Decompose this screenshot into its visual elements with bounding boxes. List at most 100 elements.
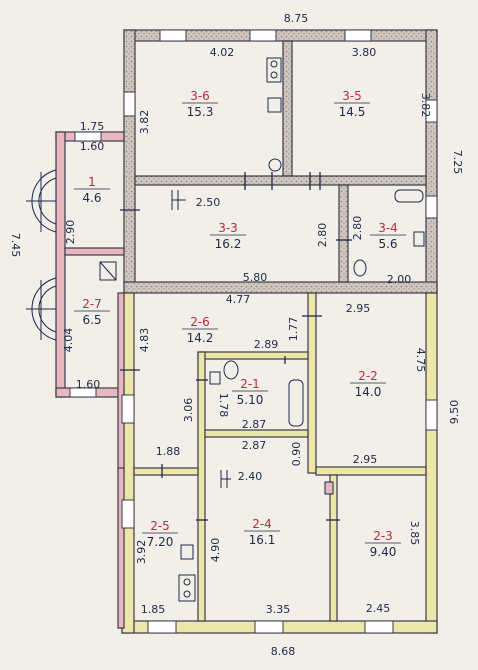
room-dimension-label: 3.35 [266, 603, 291, 616]
room-dimensions: 4.02 3.82 3.80 3.82 1.75 1.60 2.90 2.50 2.80 5.80… [62, 46, 432, 616]
appliance-23-icon [324, 481, 334, 495]
room-dimension-label: 4.77 [226, 293, 251, 306]
dim-bottom-width: 8.68 [271, 645, 296, 658]
room-dimension-label: 4.04 [62, 328, 75, 353]
room-dimension-label: 3.92 [135, 540, 148, 565]
room-dimension-label: 3.06 [182, 398, 195, 423]
room-dimension-label: 2.80 [351, 216, 364, 241]
heater-24-icon [220, 470, 231, 488]
room-dimension-label: 3.82 [138, 110, 151, 135]
room-dimension-label: 2.40 [238, 470, 263, 483]
room-id-label: 2-1 [240, 377, 260, 391]
room-area-label: 14.2 [187, 331, 214, 345]
room-dimension-label: 1.88 [156, 445, 181, 458]
room-dimension-label: 2.95 [353, 453, 378, 466]
window-annex-bottom [69, 387, 97, 398]
room-dimension-label: 4.75 [414, 348, 427, 373]
wall-right-lower [425, 292, 438, 634]
room-dimension-label: 5.80 [243, 271, 268, 284]
wall-partition-upper [134, 175, 427, 186]
room-dimension-label: 2.50 [196, 196, 221, 209]
room-area-label: 4.6 [82, 191, 101, 205]
wall-partition-25-top [133, 467, 199, 476]
window-26-left [121, 394, 135, 424]
toilet-icon [353, 259, 367, 277]
room-id-label: 2-4 [252, 517, 272, 531]
room-id-label: 2-7 [82, 297, 102, 311]
room-area-label: 14.0 [355, 385, 382, 399]
room-dimension-label: 2.87 [242, 418, 267, 431]
room-dimension-label: 1.60 [76, 378, 101, 391]
room-dimension-label: 3.85 [408, 521, 421, 546]
dim-top-width: 8.75 [284, 12, 309, 25]
wall-pink-vertical [117, 292, 125, 474]
room-area-label: 5.6 [378, 237, 397, 251]
room-id-label: 1 [88, 175, 96, 189]
sink-25-icon [180, 544, 194, 560]
sink-icon [267, 97, 282, 113]
room-dimension-label: 1.60 [80, 140, 105, 153]
window-36-top-2 [249, 29, 277, 42]
wall-left-upper [123, 29, 136, 291]
window-25-left [121, 499, 135, 529]
windows [69, 29, 438, 634]
room-dimension-label: 2.87 [242, 439, 267, 452]
wall-annex-left [55, 131, 66, 398]
toilet-21-icon [223, 360, 239, 380]
heater-icon [171, 190, 186, 210]
room-area-label: 7.20 [147, 535, 174, 549]
stove-25-icon [178, 574, 196, 602]
wall-mid-horizontal [123, 281, 438, 294]
window-22-right [425, 399, 438, 431]
fixtures [99, 57, 425, 602]
bathtub-21-icon [288, 379, 304, 427]
room-dimension-label: 2.90 [64, 220, 77, 245]
room-dimension-label: 2.00 [387, 273, 412, 286]
wall-partition-21-bottom [204, 429, 309, 438]
window-35-right [425, 99, 438, 123]
room-area-label: 14.5 [339, 105, 366, 119]
room-id-label: 3-6 [190, 89, 210, 103]
appliance-icon [99, 261, 117, 281]
room-dimension-label: 2.45 [366, 602, 391, 615]
wall-pink-lower [117, 467, 125, 629]
room-id-label: 3-4 [378, 221, 398, 235]
bathtub-icon [394, 189, 424, 203]
dim-right-upper: 7.25 [451, 150, 464, 175]
room-dimension-label: 3.82 [419, 93, 432, 118]
wall-partition-33-34 [338, 184, 349, 283]
room-area-label: 5.10 [237, 393, 264, 407]
room-id-label: 2-2 [358, 369, 378, 383]
outer-dimensions: 8.75 8.68 7.25 9.50 7.45 [9, 12, 464, 658]
room-dimension-label: 4.02 [210, 46, 235, 59]
wall-partition-21-top [197, 351, 309, 360]
window-36-left [123, 91, 136, 117]
window-34-right [425, 195, 438, 219]
room-id-label: 2-6 [190, 315, 210, 329]
room-dimension-label: 4.90 [209, 538, 222, 563]
room-area-label: 6.5 [82, 313, 101, 327]
room-dimension-label: 1.85 [141, 603, 166, 616]
room-area-label: 9.40 [370, 545, 397, 559]
window-35-top [344, 29, 372, 42]
dim-left-upper: 7.45 [9, 233, 22, 258]
room-id-label: 2-5 [150, 519, 170, 533]
dim-right-lower: 9.50 [448, 400, 461, 425]
room-dimension-label: 4.83 [138, 328, 151, 353]
wall-partition-22-bottom [315, 466, 427, 476]
room-area-label: 16.2 [215, 237, 242, 251]
room-dimension-label: 0.90 [290, 442, 303, 467]
wall-partition-21-left [197, 351, 206, 622]
window-25-bottom [147, 620, 177, 634]
room-dimension-label: 3.80 [352, 46, 377, 59]
room-dimension-label: 1.77 [287, 317, 300, 342]
window-24-bottom [254, 620, 284, 634]
entry-arcs [26, 169, 57, 341]
room-area-label: 16.1 [249, 533, 276, 547]
sink-21-icon [209, 371, 221, 385]
room-dimension-label: 1.75 [80, 120, 105, 133]
wall-right-upper [425, 29, 438, 294]
room-area-label: 15.3 [187, 105, 214, 119]
